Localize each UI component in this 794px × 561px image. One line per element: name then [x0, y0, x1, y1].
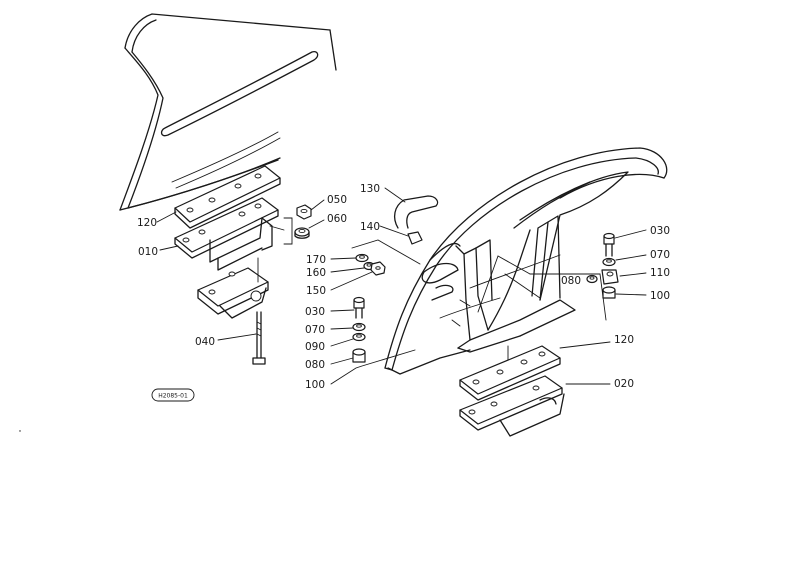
left-lower-support	[197, 267, 269, 319]
left-fender	[119, 13, 337, 211]
callout-110: 110	[650, 267, 670, 279]
callout-090: 090	[305, 341, 325, 353]
callout-030-right: 030	[650, 225, 670, 237]
nut-050	[296, 199, 325, 220]
washer-070-left	[330, 322, 366, 332]
callout-130: 130	[360, 183, 380, 195]
nut-150	[370, 261, 386, 276]
callout-120-right: 120	[614, 334, 634, 346]
diagram-code-badge: H2085-01	[151, 388, 195, 402]
collar-100-left	[330, 349, 416, 385]
left-bracket	[174, 197, 279, 271]
callout-100-left: 100	[305, 379, 325, 391]
callout-020: 020	[614, 378, 634, 390]
callout-060: 060	[327, 213, 347, 225]
callout-170: 170	[306, 254, 326, 266]
callout-labels: 010 120 040 050 060 130 140 170 160 150 …	[137, 183, 670, 391]
washer-080-right	[586, 274, 598, 284]
left-upper-plate	[174, 165, 281, 229]
fitting-140	[379, 225, 423, 245]
right-fender	[384, 147, 668, 371]
washer-060	[294, 219, 325, 239]
left-bolt-040	[252, 311, 266, 365]
callout-080-right: 080	[561, 275, 581, 287]
callout-050: 050	[327, 194, 347, 206]
right-upper-plate	[459, 341, 611, 401]
washer-090	[330, 332, 366, 347]
callout-010: 010	[138, 246, 158, 258]
washer-070-right	[602, 254, 647, 267]
block-110	[601, 269, 647, 285]
callout-080-left: 080	[305, 359, 325, 371]
speck	[19, 430, 21, 432]
bolt-030-left	[330, 296, 365, 319]
right-bracket	[459, 375, 611, 437]
right-leader-lines	[477, 255, 607, 321]
spacer-080-left	[330, 348, 366, 365]
pipe-130	[384, 187, 439, 229]
callout-140: 140	[360, 221, 380, 233]
callout-070-left: 070	[305, 324, 325, 336]
collar-100-right	[602, 286, 647, 299]
callout-040: 040	[195, 336, 215, 348]
stack-leaders	[330, 239, 421, 291]
callout-070-right: 070	[650, 249, 670, 261]
bolt-030-right	[603, 229, 647, 257]
callout-160: 160	[306, 267, 326, 279]
callout-120-left: 120	[137, 217, 157, 229]
washer-170	[355, 253, 369, 263]
callout-150: 150	[306, 285, 326, 297]
callout-100-right: 100	[650, 290, 670, 302]
callout-030-left: 030	[305, 306, 325, 318]
right-fender-stay	[387, 215, 576, 375]
left-leader-lines	[156, 211, 293, 341]
diagram-code-text: H2085-01	[158, 393, 188, 400]
